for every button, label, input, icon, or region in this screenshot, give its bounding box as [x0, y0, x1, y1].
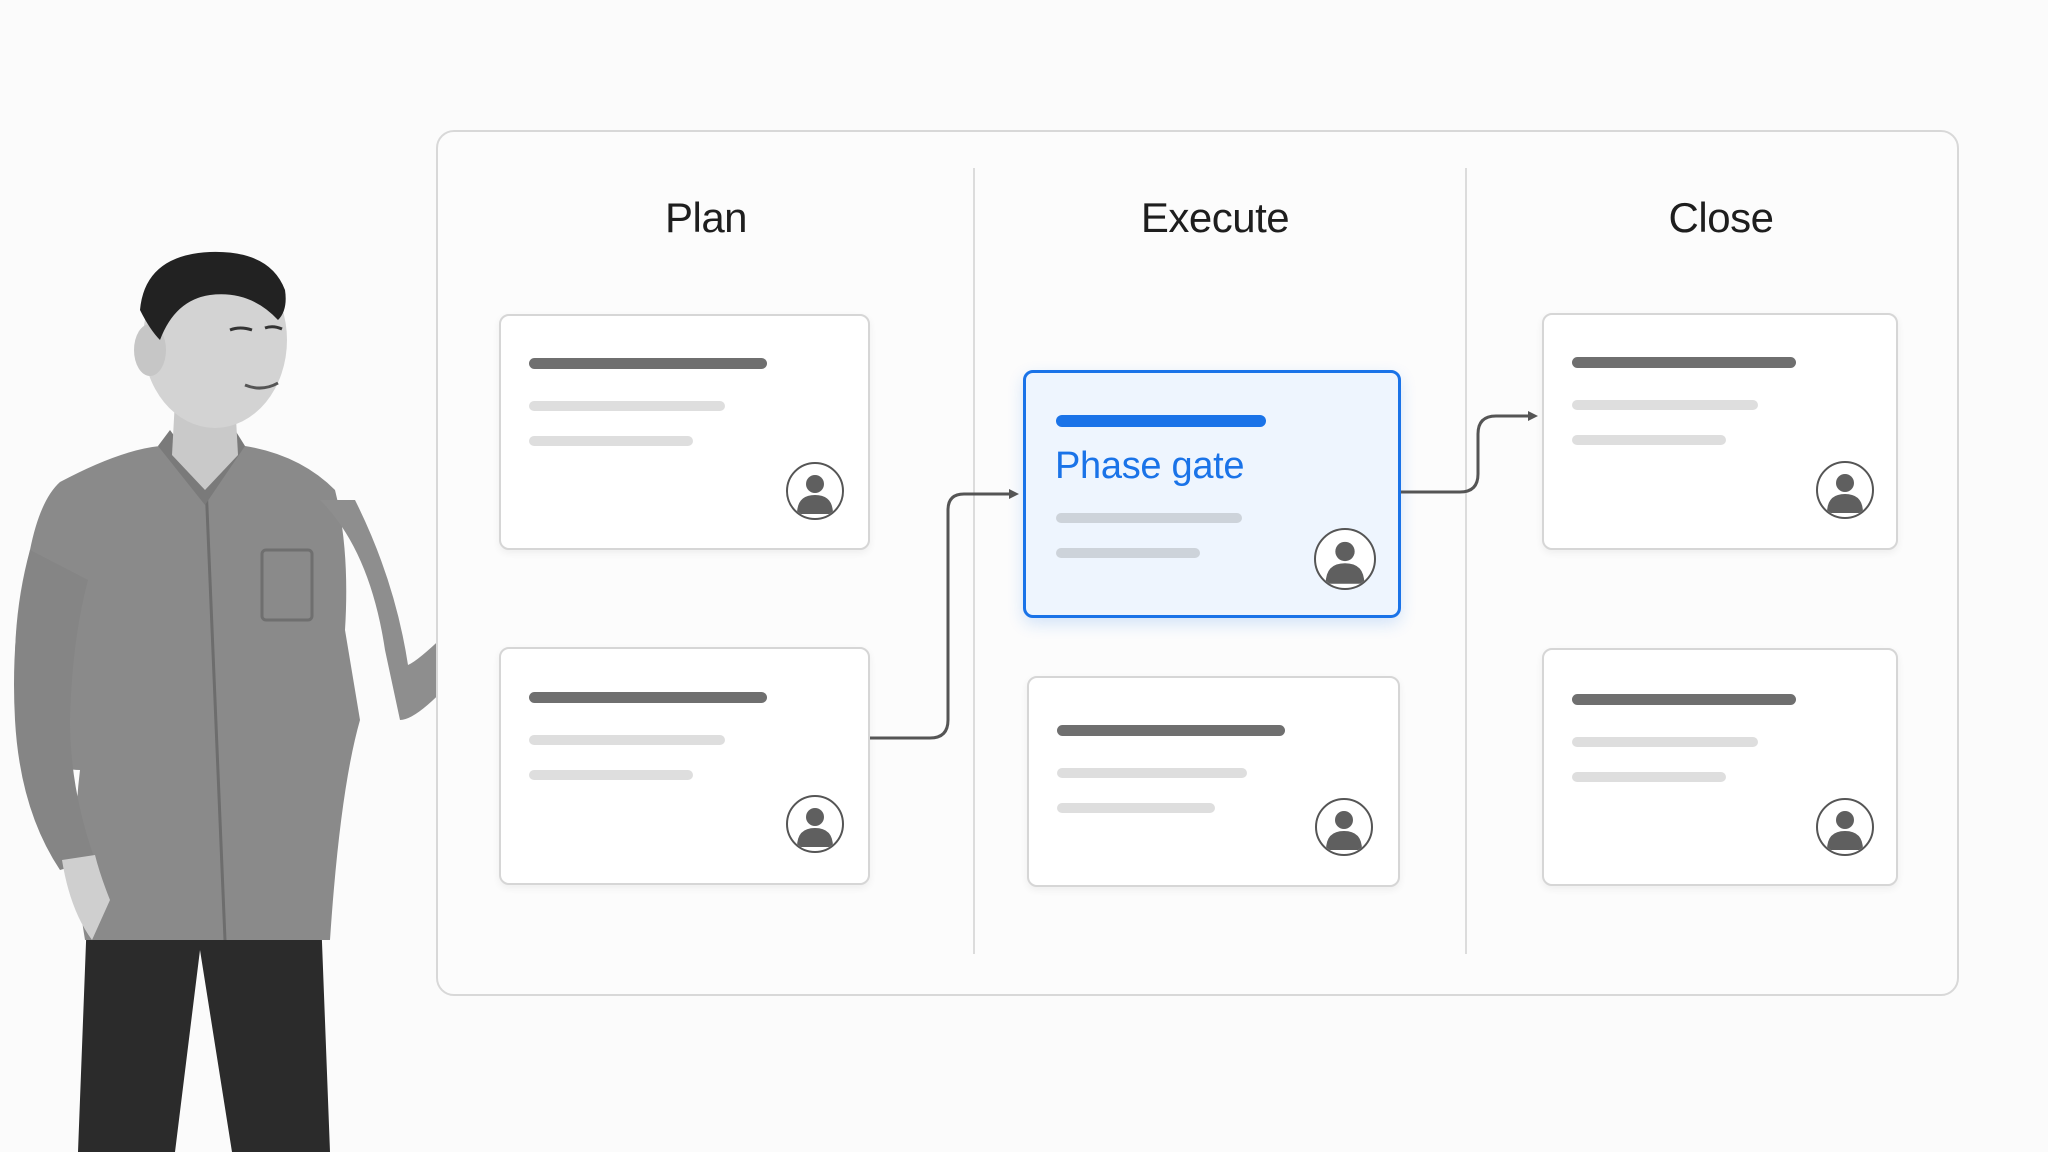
- task-card-close-2[interactable]: [1542, 648, 1898, 886]
- text-bar: [529, 735, 725, 745]
- text-bar: [1056, 548, 1200, 558]
- column-title-execute: Execute: [1140, 194, 1290, 241]
- title-bar-accent: [1056, 415, 1266, 427]
- title-bar: [1572, 694, 1796, 705]
- text-bar: [1572, 737, 1758, 747]
- connector-arrow: [870, 489, 1019, 740]
- user-avatar-icon: [1816, 798, 1874, 856]
- text-bar: [1056, 513, 1242, 523]
- column-divider: [1465, 168, 1467, 954]
- user-avatar-icon: [786, 795, 844, 853]
- text-bar: [1572, 400, 1758, 410]
- title-bar: [529, 358, 767, 369]
- column-divider: [973, 168, 975, 954]
- phase-gate-card[interactable]: Phase gate: [1023, 370, 1401, 618]
- connector-arrow: [1401, 411, 1538, 494]
- text-bar: [529, 770, 693, 780]
- user-avatar-icon: [1314, 528, 1376, 590]
- text-bar: [1572, 435, 1726, 445]
- presenter-person: [14, 251, 592, 1152]
- user-avatar-icon: [786, 462, 844, 520]
- task-card-plan-1[interactable]: [499, 314, 870, 550]
- column-title-plan: Plan: [664, 194, 748, 241]
- task-card-plan-2[interactable]: [499, 647, 870, 885]
- text-bar: [529, 436, 693, 446]
- text-bar: [1572, 772, 1726, 782]
- title-bar: [1057, 725, 1285, 736]
- user-avatar-icon: [1315, 798, 1373, 856]
- title-bar: [1572, 357, 1796, 368]
- phase-gate-label: Phase gate: [1055, 445, 1245, 487]
- text-bar: [1057, 803, 1215, 813]
- title-bar: [529, 692, 767, 703]
- task-card-close-1[interactable]: [1542, 313, 1898, 550]
- task-card-execute-2[interactable]: [1027, 676, 1400, 887]
- column-title-close: Close: [1668, 194, 1774, 241]
- text-bar: [1057, 768, 1247, 778]
- text-bar: [529, 401, 725, 411]
- user-avatar-icon: [1816, 461, 1874, 519]
